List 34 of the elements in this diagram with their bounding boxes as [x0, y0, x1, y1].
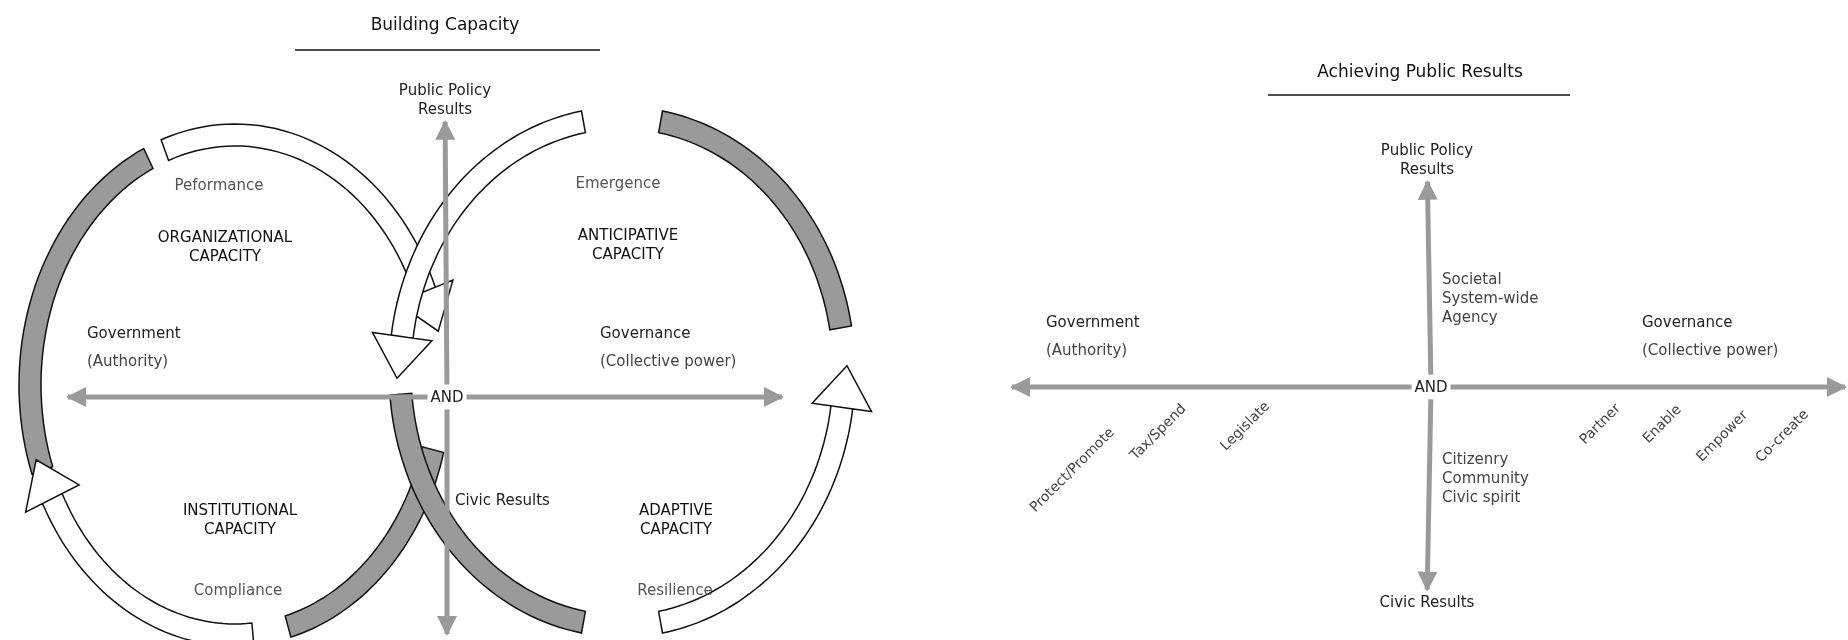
quadrant-subtitle: Resilience	[637, 580, 713, 600]
axis-label: Governance	[1642, 312, 1733, 332]
quadrant-label: ANTICIPATIVE CAPACITY	[576, 226, 680, 264]
axis-label: Governance	[600, 323, 691, 343]
quadrant-label: INSTITUTIONAL CAPACITY	[181, 501, 299, 539]
arrow	[1010, 377, 1412, 397]
axis-label: Government	[1046, 312, 1140, 332]
axis-end-label: Public Policy Results	[1362, 141, 1492, 179]
arrow	[437, 409, 457, 636]
quadrant-subtitle: Peformance	[174, 175, 264, 195]
axis-origin-label: AND	[1414, 377, 1448, 397]
quadrant-label: ADAPTIVE CAPACITY	[637, 501, 715, 539]
arrow	[1417, 179, 1438, 375]
axis-origin-label: AND	[430, 387, 464, 407]
quadrant-label: ORGANIZATIONAL CAPACITY	[156, 228, 294, 266]
axis-end-label: Civic Results	[1379, 592, 1475, 612]
quadrant-subtitle: Emergence	[575, 173, 661, 193]
arrow	[66, 387, 428, 407]
axis-label: (Authority)	[87, 351, 169, 371]
axis-label: (Authority)	[1046, 340, 1128, 360]
axis-label: Civic Results	[455, 490, 550, 510]
arrow	[1450, 377, 1847, 397]
axis-label: (Collective power)	[600, 351, 737, 371]
arrow	[435, 119, 456, 385]
annotation-text: Societal System-wide Agency	[1442, 269, 1540, 327]
quadrant-subtitle: Compliance	[193, 580, 283, 600]
axis-end-label: Public Policy Results	[380, 81, 510, 119]
panel-heading: Achieving Public Results	[1317, 61, 1523, 83]
axis-label: Government	[87, 323, 181, 343]
arrow	[466, 387, 784, 407]
arrow	[1417, 399, 1438, 592]
panel-heading: Building Capacity	[370, 14, 520, 36]
annotation-text: Citizenry Community Civic spirit	[1442, 449, 1530, 507]
axis-label: (Collective power)	[1642, 340, 1779, 360]
